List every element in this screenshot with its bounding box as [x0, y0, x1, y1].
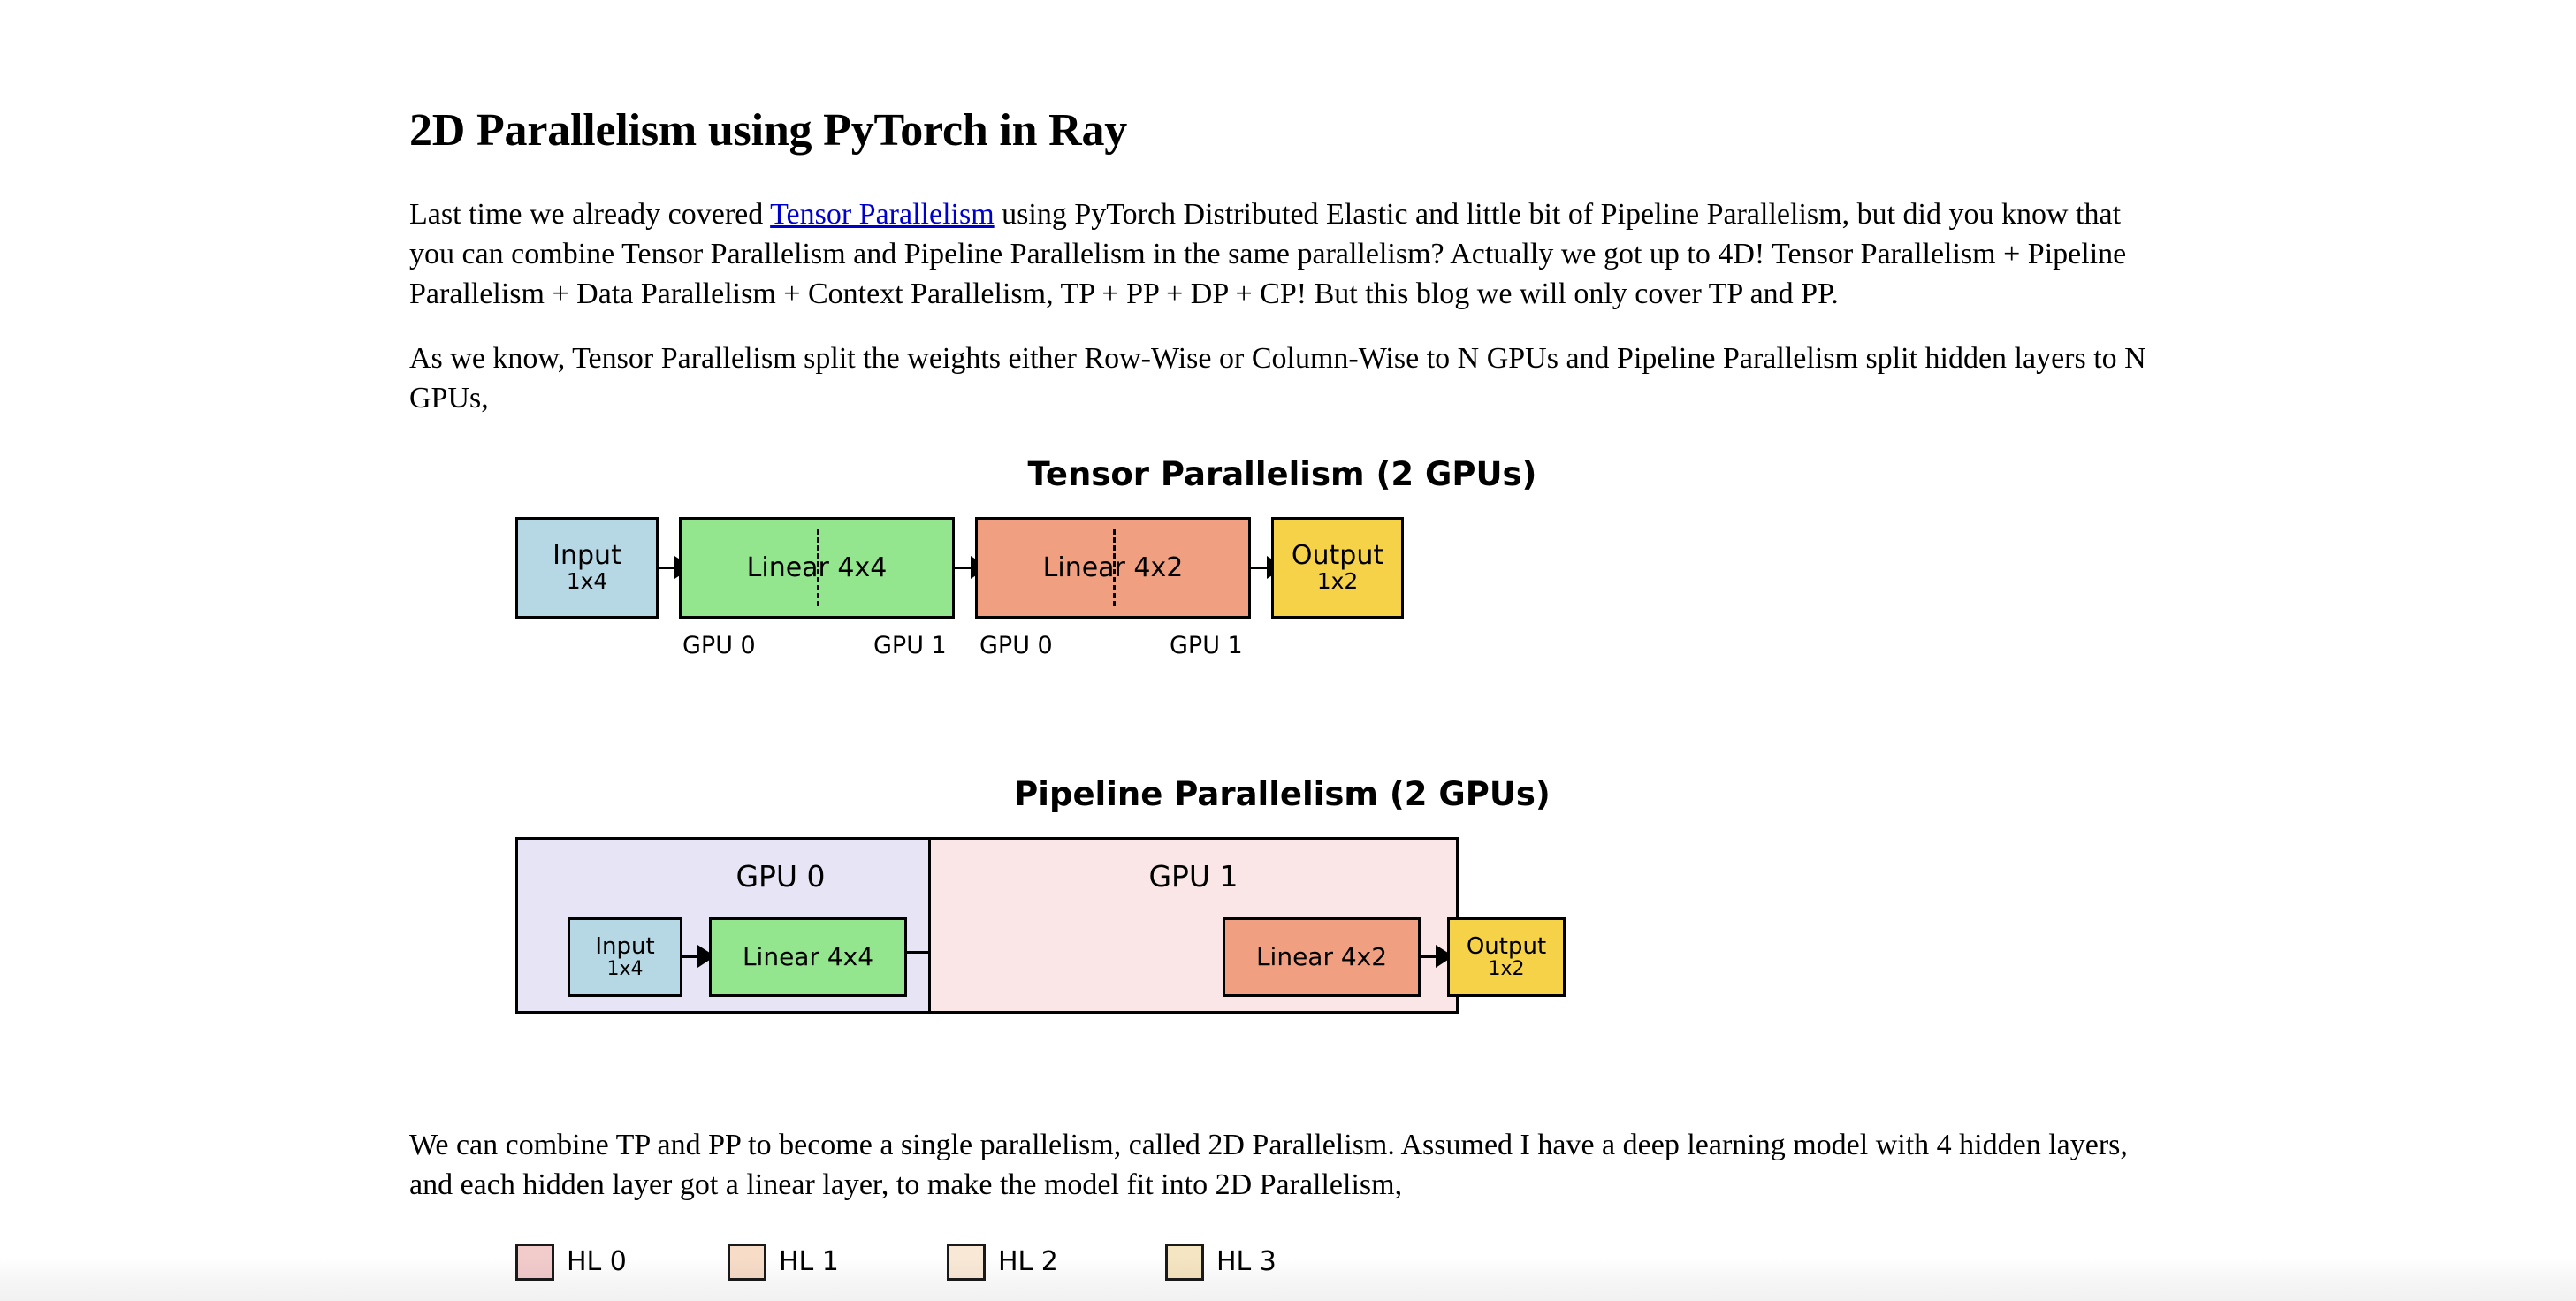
legend-swatch-hl2	[947, 1243, 986, 1281]
tp-node-input-line1: Input	[553, 540, 621, 572]
tp-linear44-split-divider	[817, 529, 819, 606]
pp-node-input: Input 1x4	[568, 917, 682, 997]
tp-gpu-label-1b: GPU 1	[1170, 631, 1243, 659]
pp-gpu0-title: GPU 0	[735, 858, 826, 894]
figure-pp-diagram: GPU 0 Input 1x4 Linear 4x4 GP	[409, 828, 2155, 1049]
figure-tp-title: Tensor Parallelism (2 GPUs)	[1027, 454, 1537, 493]
pp-gpu1-container: GPU 1 Linear 4x2 Output 1x2	[928, 836, 1566, 1014]
tp-node-input-line2: 1x4	[566, 567, 608, 594]
tp-node-output-line1: Output	[1291, 540, 1384, 572]
tp-node-output: Output 1x2	[1271, 516, 1404, 619]
figure-tensor-parallelism: Tensor Parallelism (2 GPUs) Input 1x4 Li…	[409, 455, 2155, 720]
hidden-layer-legend: HL 0 HL 1 HL 2 HL 3	[409, 1243, 2155, 1297]
pp-node-output: Output 1x2	[1447, 917, 1566, 997]
pp-node-linear44: Linear 4x4	[709, 917, 907, 997]
figure-pipeline-parallelism: Pipeline Parallelism (2 GPUs) GPU 0 Inpu…	[409, 775, 2155, 1076]
tp-gpu-label-0b: GPU 0	[979, 631, 1053, 659]
pp-gpu1-title: GPU 1	[1148, 858, 1238, 894]
legend-label-hl0: HL 0	[567, 1246, 627, 1278]
legend-swatch-hl1	[728, 1243, 766, 1281]
paragraph-combine: We can combine TP and PP to become a sin…	[409, 1128, 2128, 1201]
legend-item-hl3: HL 3	[1165, 1243, 1277, 1281]
pp-node-input-line1: Input	[595, 932, 655, 960]
paragraph-intro: Last time we already covered Tensor Para…	[409, 157, 2155, 314]
legend-label-hl2: HL 2	[998, 1246, 1058, 1278]
legend-item-hl0: HL 0	[515, 1243, 627, 1281]
legend-swatch-hl3	[1165, 1243, 1204, 1281]
legend-label-hl3: HL 3	[1216, 1246, 1277, 1278]
tp-node-linear44-label: Linear 4x4	[746, 552, 888, 583]
paragraph-intro-text-before: Last time we already covered	[409, 197, 771, 231]
figure-tp-diagram: Input 1x4 Linear 4x4 Linear 4x2	[409, 508, 2155, 676]
legend-item-hl2: HL 2	[947, 1243, 1058, 1281]
legend-item-hl1: HL 1	[728, 1243, 839, 1281]
pp-node-linear44-label: Linear 4x4	[742, 942, 874, 972]
pp-node-output-line2: 1x2	[1488, 957, 1525, 980]
page-title: 2D Parallelism using PyTorch in Ray	[409, 105, 1128, 156]
tp-node-linear44: Linear 4x4	[679, 516, 955, 619]
paragraph-as-we-know: As we know, Tensor Parallelism split the…	[409, 341, 2146, 415]
legend-swatch-hl0	[515, 1243, 554, 1281]
article-content: 2D Parallelism using PyTorch in Ray Last…	[409, 0, 2155, 1297]
tp-gpu-label-0a: GPU 0	[682, 631, 756, 659]
tp-gpu-label-1a: GPU 1	[873, 631, 947, 659]
legend-label-hl1: HL 1	[779, 1246, 839, 1278]
pp-node-input-line2: 1x4	[606, 957, 644, 980]
tp-node-output-line2: 1x2	[1316, 567, 1359, 594]
tp-node-input: Input 1x4	[515, 516, 659, 619]
pp-node-linear42-label: Linear 4x2	[1255, 942, 1388, 972]
pp-node-output-line1: Output	[1466, 932, 1547, 960]
tensor-parallelism-link[interactable]: Tensor Parallelism	[770, 197, 995, 231]
tp-linear42-split-divider	[1113, 529, 1116, 606]
paragraph-intro-text-after: using PyTorch Distributed Elastic and li…	[409, 197, 2127, 310]
pp-node-linear42: Linear 4x2	[1223, 917, 1421, 997]
figure-pp-title: Pipeline Parallelism (2 GPUs)	[1014, 774, 1551, 813]
tp-node-linear42: Linear 4x2	[975, 516, 1251, 619]
tp-node-linear42-label: Linear 4x2	[1042, 552, 1184, 583]
